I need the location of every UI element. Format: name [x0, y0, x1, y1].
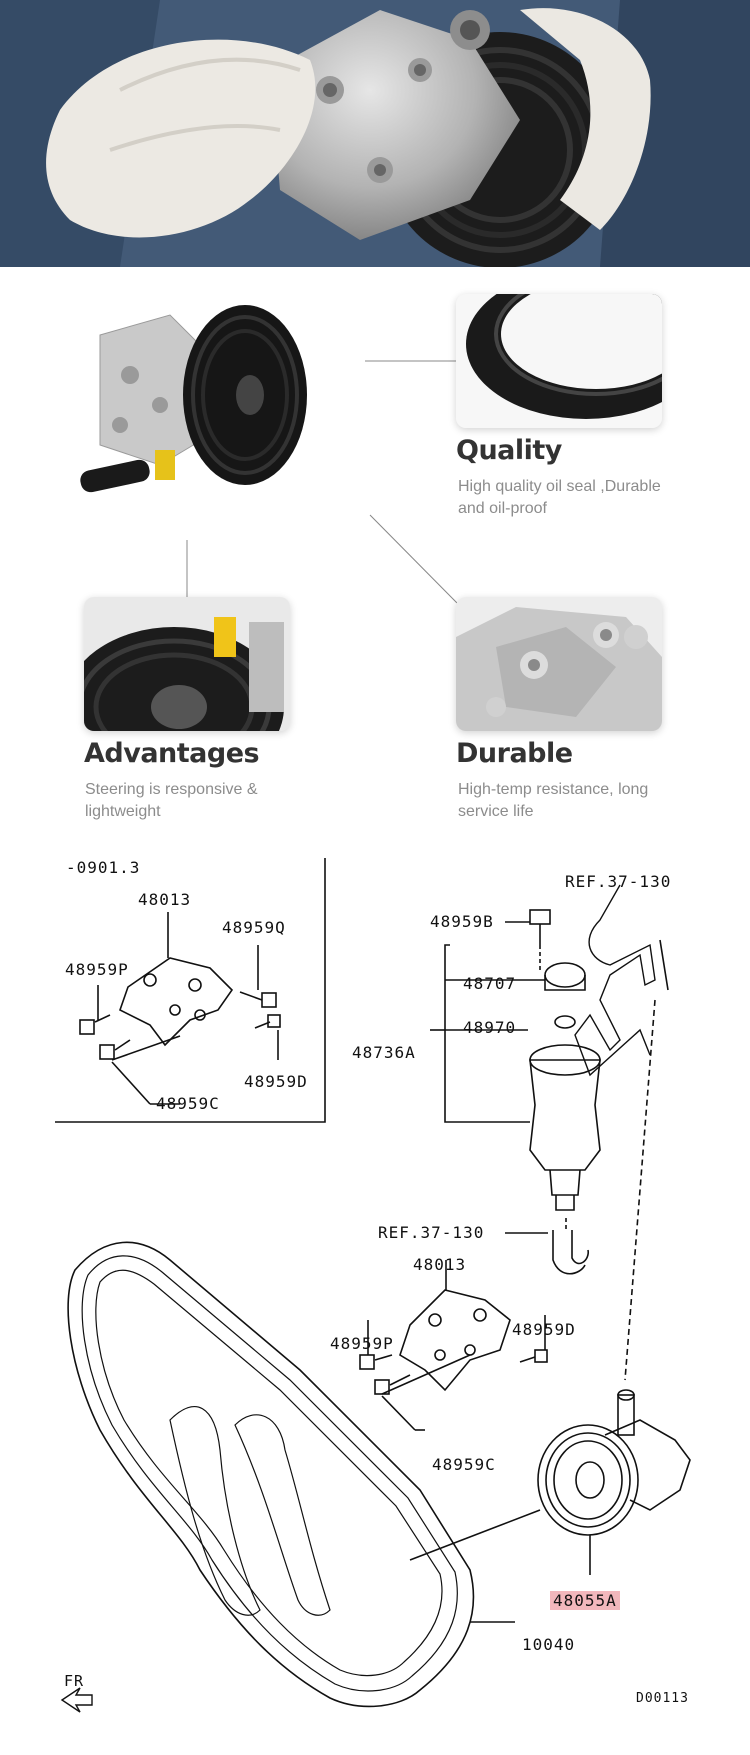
power-steering-pump-icon [80, 305, 307, 493]
durable-desc-line1: High-temp resistance, long [458, 781, 649, 798]
reservoir-label-48736a: 48736A [352, 1043, 416, 1062]
diagram-code: D00113 [636, 1691, 689, 1706]
ref-bottom-label: REF.37-130 [378, 1223, 485, 1242]
pump-part-number-highlight: 48055A [550, 1591, 620, 1610]
pulley-closeup-icon [84, 597, 290, 731]
connector-lines [186, 360, 459, 605]
bracket-label-48013: 48013 [413, 1255, 467, 1274]
oil-seal-icon [456, 294, 662, 428]
gloved-hands-holding-pump-icon [0, 0, 750, 267]
reservoir-label-48970: 48970 [463, 1018, 517, 1037]
inset-label-48959p: 48959P [65, 960, 129, 979]
reservoir-label-48959b: 48959B [430, 912, 494, 931]
pump-part-number: 48055A [550, 1591, 620, 1610]
advantages-thumbnail [84, 597, 290, 731]
parts-diagram-drawing [55, 858, 691, 1713]
durable-thumbnail [456, 597, 662, 731]
quality-desc-line1: High quality oil seal ,Durable [458, 478, 661, 495]
reservoir-label-48707: 48707 [463, 974, 517, 993]
quality-title: Quality [456, 435, 562, 466]
advantages-desc-line2: lightweight [85, 803, 161, 820]
pump-housing-icon [456, 597, 662, 731]
belt-label-10040: 10040 [522, 1635, 576, 1654]
hero-photo [0, 0, 750, 267]
front-direction-label: FR [64, 1672, 85, 1690]
bracket-label-48959p: 48959P [330, 1334, 394, 1353]
quality-thumbnail [456, 294, 662, 428]
advantages-desc-line1: Steering is responsive & [85, 781, 258, 798]
inset-label-48013: 48013 [138, 890, 192, 909]
ref-top-label: REF.37-130 [565, 872, 672, 891]
quality-desc-line2: and oil-proof [458, 500, 547, 517]
bracket-label-48959d: 48959D [512, 1320, 576, 1339]
advantages-description: Steering is responsive & lightweight [85, 779, 365, 823]
main-pump-image [60, 285, 310, 525]
inset-label-48959d: 48959D [244, 1072, 308, 1091]
quality-description: High quality oil seal ,Durable and oil-p… [458, 476, 738, 520]
durable-description: High-temp resistance, long service life [458, 779, 738, 823]
inset-label-48959c: 48959C [156, 1094, 220, 1113]
durable-desc-line2: service life [458, 803, 534, 820]
durable-title: Durable [456, 738, 573, 769]
advantages-title: Advantages [84, 738, 260, 769]
inset-label-48959q: 48959Q [222, 918, 286, 937]
inset-date-code: -0901.3 [66, 858, 141, 877]
bracket-label-48959c: 48959C [432, 1455, 496, 1474]
